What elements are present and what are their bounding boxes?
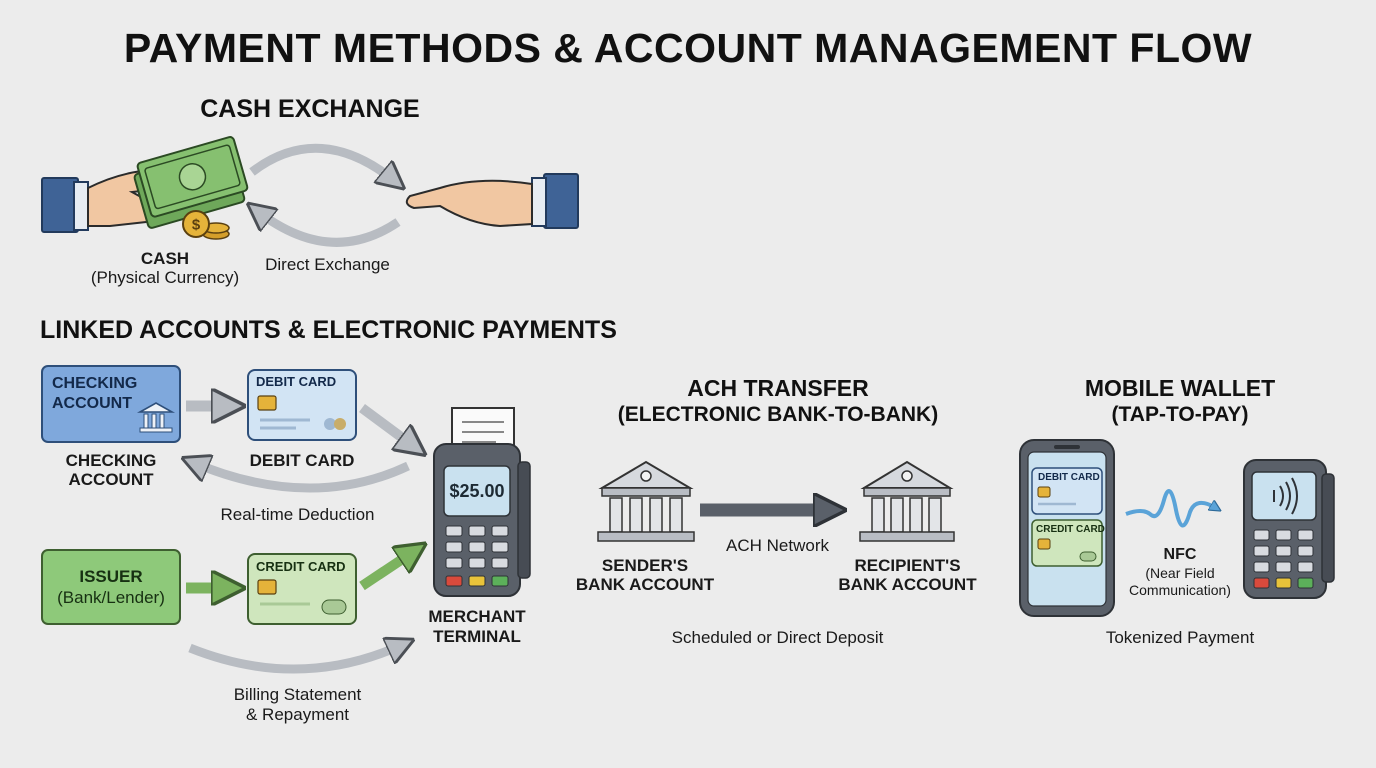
debit-card-text: DEBIT CARD xyxy=(256,374,337,389)
sender-label-1: SENDER'S xyxy=(601,556,689,575)
receiving-hand-icon xyxy=(405,173,579,229)
issuer-label: ISSUER xyxy=(79,567,143,586)
repayment-label: & Repayment xyxy=(246,705,349,724)
credit-card-icon xyxy=(247,553,357,625)
nfc-label: NFC xyxy=(1163,546,1197,563)
ach-network-label: ACH Network xyxy=(726,536,829,555)
recipient-label-2: BANK ACCOUNT xyxy=(838,575,977,594)
checking-account-label-2: ACCOUNT xyxy=(68,470,154,489)
ach-caption: Scheduled or Direct Deposit xyxy=(671,628,884,647)
issuer-box xyxy=(41,549,181,625)
debit-card-icon xyxy=(247,369,357,441)
coins-icon: $ xyxy=(182,210,230,240)
linked-accounts-heading: LINKED ACCOUNTS & ELECTRONIC PAYMENTS xyxy=(40,316,617,344)
mobile-wallet-heading: MOBILE WALLET xyxy=(1084,375,1276,401)
cash-bills-icon xyxy=(133,136,249,229)
wallet-credit-card-text: CREDIT CARD xyxy=(1036,524,1105,535)
merchant-terminal-label-1: MERCHANT xyxy=(428,607,526,626)
billing-repayment-arrow xyxy=(188,644,404,674)
exchange-arrow-back xyxy=(256,210,401,247)
coin-symbol: $ xyxy=(192,217,201,234)
sender-label-2: BANK ACCOUNT xyxy=(575,575,715,594)
recipient-label-1: RECIPIENT'S xyxy=(854,556,961,575)
checking-account-card xyxy=(41,365,181,443)
nfc-wave-icon xyxy=(1125,489,1216,528)
credit-card-text: CREDIT CARD xyxy=(256,559,346,574)
page-title: PAYMENT METHODS & ACCOUNT MANAGEMENT FLO… xyxy=(123,25,1253,71)
realtime-deduction-label: Real-time Deduction xyxy=(220,505,375,524)
exchange-arrow-forward xyxy=(249,143,396,182)
nfc-sublabel-2: Communication) xyxy=(1129,582,1231,598)
physical-currency-label: (Physical Currency) xyxy=(90,268,240,287)
terminal-amount: $25.00 xyxy=(449,481,505,501)
checking-card-line-1: CHECKING xyxy=(52,375,138,392)
smartphone-icon xyxy=(1019,439,1115,617)
cash-label: CASH xyxy=(140,249,190,268)
merchant-terminal-icon xyxy=(433,407,531,597)
checking-account-label-1: CHECKING xyxy=(65,451,157,470)
contactless-icon xyxy=(1273,477,1298,515)
ach-subheading: (ELECTRONIC BANK-TO-BANK) xyxy=(617,403,939,426)
ach-heading: ACH TRANSFER xyxy=(687,375,869,401)
mobile-caption: Tokenized Payment xyxy=(1105,628,1255,647)
sender-bank-icon xyxy=(597,460,695,542)
payment-terminal-icon xyxy=(1243,459,1335,599)
merchant-terminal-label-2: TERMINAL xyxy=(433,627,521,646)
wallet-debit-card-text: DEBIT CARD xyxy=(1038,472,1100,483)
arrow-debit-to-terminal xyxy=(359,403,416,448)
realtime-deduction-arrow xyxy=(192,462,410,493)
billing-statement-label: Billing Statement xyxy=(233,685,362,704)
arrow-credit-to-terminal xyxy=(359,550,416,591)
nfc-sublabel-1: (Near Field xyxy=(1145,565,1215,581)
issuer-sublabel: (Bank/Lender) xyxy=(57,588,165,607)
debit-card-label: DEBIT CARD xyxy=(249,451,355,470)
bank-icon xyxy=(136,402,176,433)
recipient-bank-icon xyxy=(859,460,955,542)
direct-exchange-label: Direct Exchange xyxy=(265,255,390,274)
cash-exchange-heading: CASH EXCHANGE xyxy=(200,95,420,123)
mobile-wallet-subheading: (TAP-TO-PAY) xyxy=(1111,403,1249,426)
checking-card-line-2: ACCOUNT xyxy=(52,395,132,412)
